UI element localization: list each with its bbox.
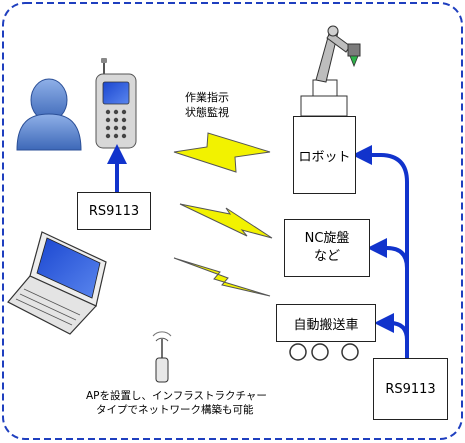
rs9113-bottom-box: RS9113 xyxy=(373,358,448,420)
arrow-rs9113-to-robot xyxy=(352,145,409,358)
person-icon xyxy=(16,78,82,151)
agv-wheels xyxy=(289,343,359,361)
wireless-bolt-icon xyxy=(173,257,271,297)
robot-box: ロボット xyxy=(293,116,356,194)
mobile-phone-icon xyxy=(95,58,137,149)
nc-lathe-box: NC旋盤 など xyxy=(284,219,370,277)
agv-box: 自動搬送車 xyxy=(276,304,376,342)
arrow-rs9113-to-nc xyxy=(367,238,409,269)
wireless-bolt-icon xyxy=(173,132,271,173)
ap-caption: APを設置し、インフラストラクチャー タイプでネットワーク構築も可能 xyxy=(86,390,267,416)
wireless-bolt-icon xyxy=(179,203,273,239)
laptop-icon xyxy=(7,231,107,335)
instruction-label: 作業指示 状態監視 xyxy=(185,91,229,119)
robot-arm-icon xyxy=(300,25,361,117)
rs9113-top-box: RS9113 xyxy=(77,192,151,230)
access-point-icon xyxy=(152,331,172,383)
arrow-rs9113-to-agv xyxy=(374,313,409,341)
